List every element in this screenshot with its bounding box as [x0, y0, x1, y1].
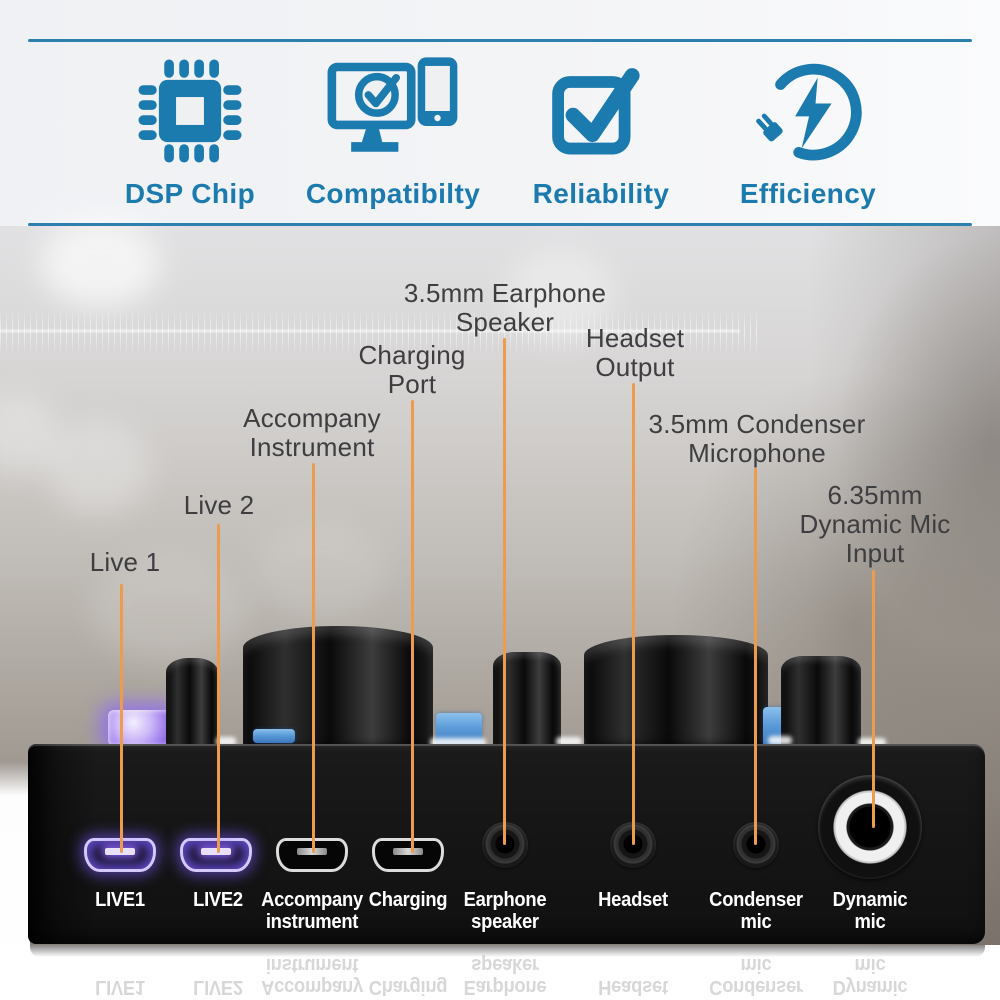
port-label-headset: Headset	[598, 889, 668, 911]
usb-pins	[201, 848, 231, 855]
port-label-accompany: Accompany instrument	[261, 889, 363, 933]
large-mixer-knob	[584, 635, 768, 747]
audio-waveform-centerline	[0, 330, 740, 332]
feature-label: DSP Chip	[124, 178, 256, 209]
audio-waveform-streak	[0, 308, 760, 356]
highlight-glint	[216, 737, 236, 746]
sound-card-front-panel: LIVE1 LIVE2 Accompany instrument Chargin…	[28, 744, 985, 944]
leader-line-condenser	[754, 468, 757, 845]
feature-compatibility: Compatibilty	[263, 52, 523, 210]
bokeh-light	[45, 420, 150, 515]
port-label-condenser: Condenser mic	[709, 889, 803, 933]
leader-line-accompany	[312, 463, 315, 853]
power-efficiency-icon	[756, 63, 862, 161]
usb-pins	[393, 848, 423, 855]
callout-live2: Live 2	[183, 490, 255, 520]
chip-icon	[138, 59, 242, 163]
jack-6-35mm-dynamic-mic	[818, 775, 922, 879]
callout-charging: Charging Port	[358, 340, 466, 399]
checkbox-icon	[552, 68, 640, 155]
bokeh-light	[40, 218, 160, 308]
micro-usb-port-charging	[372, 838, 444, 872]
callout-live1: Live 1	[89, 547, 161, 577]
feature-efficiency: Efficiency	[678, 52, 938, 210]
callout-accompany: Accompany Instrument	[243, 403, 381, 462]
port-label-live1: LIVE1	[95, 889, 145, 911]
callout-headset: Headset Output	[585, 323, 685, 382]
callout-dynamic: 6.35mm Dynamic Mic Input	[799, 480, 951, 568]
band-divider-bottom	[28, 223, 972, 226]
led-button	[108, 710, 172, 746]
small-knob	[166, 658, 218, 750]
bokeh-light	[255, 520, 385, 620]
port-label-live2: LIVE2	[193, 889, 243, 911]
leader-line-dynamic	[872, 570, 875, 828]
leader-line-live1	[120, 584, 123, 853]
fader-cap	[253, 729, 295, 743]
leader-line-headset	[632, 383, 635, 845]
port-label-charging: Charging	[368, 889, 448, 911]
callout-earphone: 3.5mm Earphone Speaker	[403, 278, 607, 337]
micro-usb-port-live2	[180, 838, 252, 872]
leader-line-earphone	[503, 338, 506, 845]
bokeh-light	[505, 250, 615, 340]
devices-check-icon	[327, 57, 458, 152]
feature-label: Efficiency	[739, 178, 877, 209]
large-mixer-knob	[243, 626, 433, 748]
device-contact-shadow	[30, 945, 985, 957]
highlight-glint	[768, 736, 792, 745]
feature-label: Reliability	[532, 178, 670, 209]
highlight-glint	[430, 738, 486, 747]
leader-line-live2	[217, 524, 220, 853]
bokeh-light	[90, 555, 250, 665]
port-label-earphone: Earphone speaker	[463, 889, 547, 933]
small-knob	[781, 656, 861, 748]
callout-condenser: 3.5mm Condenser Microphone	[648, 409, 866, 468]
feature-dsp-chip: DSP Chip	[60, 52, 320, 210]
feature-reliability: Reliability	[471, 52, 731, 210]
band-divider-top	[28, 39, 972, 42]
highlight-glint	[556, 737, 582, 746]
port-label-dynamic: Dynamic mic	[832, 889, 908, 933]
leader-line-charging	[411, 400, 414, 853]
feature-label: Compatibilty	[305, 178, 481, 209]
